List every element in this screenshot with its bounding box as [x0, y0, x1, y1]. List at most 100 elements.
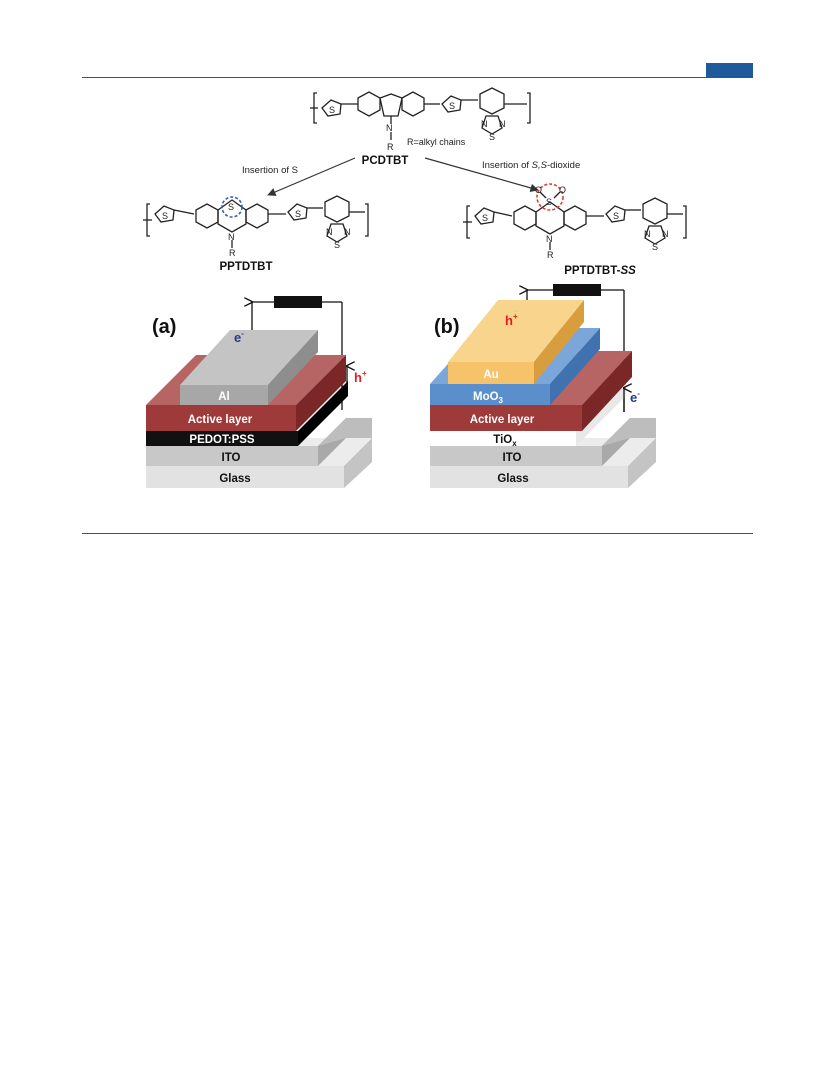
moo3-layer — [430, 384, 550, 405]
load-resistor — [553, 284, 601, 296]
bottom-rule — [82, 533, 753, 534]
layer-label-tiox: TiOx — [493, 434, 517, 448]
layer-label-active: Active layer — [470, 414, 535, 426]
atom-n: N — [481, 119, 488, 129]
panel-label-a: (a) — [152, 316, 176, 338]
layer-label-au: Au — [483, 369, 498, 381]
panel-label-b: (b) — [434, 316, 460, 338]
sulfone-highlight-circle — [536, 183, 564, 211]
benzothiadiazole-ring — [642, 197, 668, 225]
layer-label-ito: ITO — [503, 452, 522, 464]
right-arrow-label: Insertion of S,S-dioxide — [482, 160, 580, 171]
benzene-ring — [513, 205, 537, 231]
phenothiazine-dioxide-ring — [535, 201, 565, 235]
atom-n: N — [662, 229, 669, 239]
benzene-ring — [357, 91, 381, 117]
atom-n: N — [499, 119, 506, 129]
atom-o: O — [535, 185, 542, 195]
atom-n: N — [546, 234, 553, 244]
atom-n: N — [386, 123, 393, 133]
benzene-ring — [563, 205, 587, 231]
active-layer — [146, 405, 296, 431]
pptdtbt-structure — [143, 195, 369, 248]
device-a-labels: (a) e- h+ Al Active layer PEDOT:PSS ITO … — [152, 316, 367, 485]
benzene-ring — [401, 91, 425, 117]
sulfur-highlight-circle — [221, 196, 243, 218]
bridge-atom-s: S — [228, 202, 234, 212]
header-accent-tab — [706, 63, 753, 77]
device-b-labels: (b) h+ e- Au MoO3 Active layer TiOx ITO … — [434, 312, 640, 485]
atom-r: R — [547, 250, 554, 260]
active-layer — [430, 405, 582, 431]
glass-layer — [146, 466, 344, 488]
electron-label-a: e- — [234, 329, 244, 345]
pyrrole-ring — [379, 93, 403, 117]
bridge-atom-s: S — [546, 197, 552, 207]
parent-polymer-name: PCDTBT — [362, 155, 409, 167]
figure-canvas: S S N R R=alkyl chains N N S PCDTBT Inse… — [143, 87, 687, 488]
thiadiazole-ring — [326, 223, 348, 243]
benzothiadiazole-ring — [479, 87, 505, 115]
hole-label-b: h+ — [505, 312, 518, 328]
benzene-ring — [245, 203, 269, 229]
ito-layer — [430, 446, 602, 466]
top-rule — [82, 77, 753, 78]
atom-s: S — [489, 132, 495, 142]
ito-layer — [146, 446, 318, 466]
phenothiazine-ring — [217, 199, 247, 233]
pcdtbt-labels: S S N R R=alkyl chains N N S — [329, 101, 506, 152]
atom-n: N — [644, 229, 651, 239]
atom-r: R — [229, 248, 236, 258]
atom-s: S — [334, 240, 340, 250]
pptdtbt-ss-labels: S O O S S N R N N S — [482, 185, 669, 260]
arrow-left — [267, 157, 356, 196]
atom-o: O — [559, 185, 566, 195]
pptdtbt-ss-structure — [463, 191, 687, 250]
device-b — [430, 284, 656, 488]
thiophene-ring — [154, 205, 175, 223]
atom-s: S — [652, 242, 658, 252]
atom-n: N — [228, 232, 235, 242]
thiophene-ring — [474, 207, 495, 225]
atom-n: N — [344, 227, 351, 237]
atom-s: S — [295, 209, 301, 219]
atom-s: S — [613, 211, 619, 221]
thiophene-ring — [287, 203, 308, 221]
layer-label-pedot: PEDOT:PSS — [189, 434, 255, 446]
thiophene-ring — [441, 95, 462, 113]
benzene-ring — [195, 203, 219, 229]
benzothiadiazole-ring — [324, 195, 350, 223]
pptdtbt-labels: S S S N R N N S — [162, 202, 351, 258]
substituent-note: R=alkyl chains — [407, 137, 466, 147]
atom-r: R — [387, 142, 394, 152]
layer-label-glass: Glass — [219, 473, 250, 485]
device-a — [146, 296, 372, 488]
load-resistor — [274, 296, 322, 308]
thiadiazole-ring — [644, 225, 666, 245]
layer-label-glass: Glass — [497, 473, 528, 485]
thiophene-ring — [321, 99, 342, 117]
al-electrode — [180, 385, 268, 405]
thiadiazole-ring — [481, 115, 503, 135]
right-product-name: PPTDTBT-SS — [564, 265, 636, 277]
glass-layer — [430, 466, 628, 488]
layer-label-ito: ITO — [222, 452, 241, 464]
layer-label-active: Active layer — [188, 414, 253, 426]
layer-label-al: Al — [218, 391, 230, 403]
atom-s: S — [329, 105, 335, 115]
tiox-layer — [430, 431, 576, 446]
layer-label-moo3: MoO3 — [473, 391, 504, 405]
au-electrode — [448, 362, 534, 384]
left-product-name: PPTDTBT — [219, 261, 272, 273]
bracket-right — [527, 92, 531, 124]
atom-s: S — [162, 211, 168, 221]
atom-s: S — [482, 213, 488, 223]
pcdtbt-structure — [310, 87, 531, 140]
atom-n: N — [326, 227, 333, 237]
atom-s: S — [449, 101, 455, 111]
left-arrow-label: Insertion of S — [242, 165, 298, 176]
electron-label-b: e- — [630, 389, 640, 405]
arrow-right — [424, 157, 539, 192]
hole-label-a: h+ — [354, 369, 367, 385]
thiophene-ring — [605, 205, 626, 223]
